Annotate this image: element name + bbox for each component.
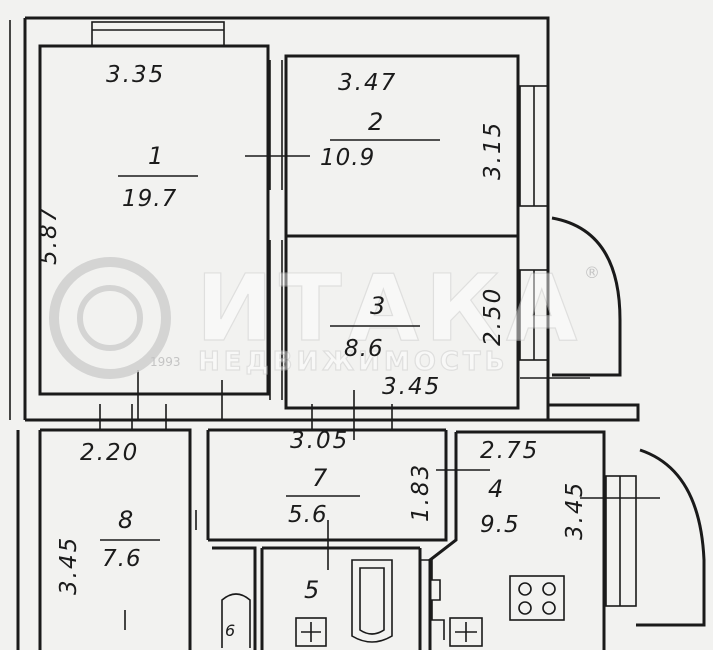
toilet-icon — [221, 593, 251, 648]
room-2-area: 10.9 — [320, 145, 375, 171]
dim-room7-width: 3.05 — [290, 428, 349, 454]
fixtures — [221, 559, 565, 648]
dimension-labels: 3.35 5.87 3.47 3.15 2.50 3.45 2.20 3.45 … — [36, 62, 588, 595]
dim-room7-height: 1.83 — [408, 463, 434, 522]
watermark-year: 1993 — [150, 355, 181, 369]
bathtub-icon — [351, 559, 393, 643]
watermark-brand: ИТАКА — [196, 255, 583, 362]
dim-room3-height: 2.50 — [480, 287, 506, 346]
dim-room1-width: 3.35 — [106, 62, 165, 88]
room-5-number: 5 — [304, 576, 319, 604]
burner-2 — [542, 582, 556, 596]
room-8-number: 8 — [118, 506, 133, 534]
room-4-left-wall — [428, 432, 458, 650]
watermark-registered: ® — [584, 263, 600, 282]
room-labels: 1 19.7 2 10.9 3 8.6 4 9.5 5 6 7 5.6 8 7.… — [100, 108, 520, 640]
sink-icon-kitchen — [449, 617, 483, 647]
sink-cross-kitchen — [455, 622, 477, 642]
bathtub-inner — [359, 567, 385, 635]
room-8-area: 7.6 — [102, 546, 142, 572]
room-7-outline — [206, 430, 448, 542]
dim-room4-height: 3.45 — [562, 481, 588, 540]
window-room-1 — [91, 21, 225, 47]
room-7-number: 7 — [312, 464, 328, 492]
door-marks — [99, 60, 490, 630]
corridor-wall — [25, 403, 640, 422]
room-3-number: 3 — [370, 292, 385, 320]
room-6-number: 6 — [225, 621, 235, 640]
dim-room4-width: 2.75 — [480, 438, 539, 464]
room-2-number: 2 — [368, 108, 383, 136]
room-4-number: 4 — [488, 475, 503, 503]
watermark-logo-icon — [49, 257, 171, 379]
room-8-outline — [40, 428, 192, 650]
kitchen-riser — [420, 559, 445, 640]
room-2-3-outline — [284, 54, 520, 410]
dim-room8-height: 3.45 — [56, 536, 82, 595]
balcony-lower — [636, 448, 706, 627]
dim-room3-width: 3.45 — [382, 374, 441, 400]
room-5-outline — [260, 546, 422, 650]
room-6-outline — [212, 546, 257, 650]
watermark-logo-inner — [77, 285, 143, 351]
room-4-area: 9.5 — [480, 512, 520, 538]
room-1-number: 1 — [148, 142, 163, 170]
room-1-area: 19.7 — [122, 186, 177, 212]
watermark-subtitle: НЕДВИЖИМОСТЬ — [198, 347, 508, 377]
balcony-upper — [551, 216, 622, 377]
burner-1 — [518, 582, 532, 596]
dim-room1-height: 5.87 — [36, 206, 62, 265]
walls — [9, 16, 706, 650]
stove-icon — [509, 575, 565, 621]
outer-wall-top — [25, 16, 550, 58]
burner-3 — [518, 601, 532, 615]
watermark: ИТАКА 1993 НЕДВИЖИМОСТЬ ® — [49, 254, 600, 379]
room-4-outline — [456, 430, 606, 650]
dim-room2-height: 3.15 — [480, 121, 506, 180]
sink-icon-bath — [295, 617, 327, 647]
dim-room8-width: 2.20 — [80, 440, 139, 466]
sink-cross-bath — [301, 622, 321, 642]
room-3-area: 8.6 — [344, 336, 384, 362]
room-7-area: 5.6 — [288, 502, 328, 528]
dim-room2-width: 3.47 — [338, 70, 397, 96]
burner-4 — [542, 601, 556, 615]
window-room-4 — [605, 475, 637, 607]
